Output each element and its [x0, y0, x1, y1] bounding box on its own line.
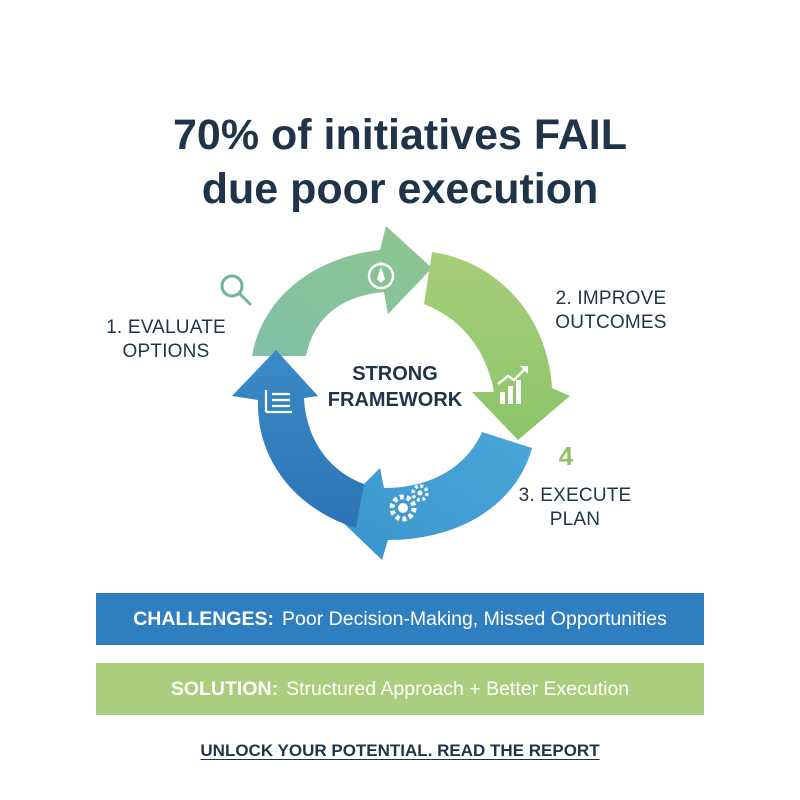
magnifier-icon	[220, 274, 252, 306]
headline-line-1: 70% of initiatives FAIL	[173, 111, 627, 159]
solution-banner: SOLUTION: Structured Approach + Better E…	[96, 663, 704, 715]
gears-icon	[389, 484, 429, 522]
stray-step-number: 4	[558, 441, 574, 471]
headline-line-2: due poor execution	[201, 165, 599, 213]
cycle-arrow-right	[424, 252, 570, 440]
step-3-line-1: 3. EXECUTE	[518, 485, 632, 506]
headline: 70% of initiatives FAIL due poor executi…	[0, 108, 800, 216]
bar-chart-growth-icon	[497, 366, 528, 404]
challenges-key: CHALLENGES:	[133, 607, 275, 630]
solution-text: Structured Approach + Better Execution	[286, 677, 630, 700]
challenges-text: Poor Decision-Making, Missed Opportuniti…	[282, 607, 667, 630]
list-document-icon	[264, 390, 292, 414]
step-1-line-1: 1. EVALUATE	[106, 317, 226, 338]
center-label-line-2: FRAMEWORK	[327, 389, 463, 411]
step-3-line-2: PLAN	[549, 509, 601, 530]
compass-icon	[367, 262, 395, 290]
step-2-line-2: OUTCOMES	[555, 312, 667, 333]
cycle-arrow-bottom	[334, 432, 532, 560]
center-label-line-1: STRONG	[352, 363, 438, 385]
step-label-execute: 3. EXECUTE PLAN	[510, 484, 640, 532]
solution-key: SOLUTION:	[170, 677, 279, 700]
step-2-line-1: 2. IMPROVE	[555, 288, 667, 309]
step-label-improve: 2. IMPROVE OUTCOMES	[536, 287, 686, 335]
cycle-center-label: STRONG FRAMEWORK	[305, 361, 485, 413]
read-report-link[interactable]: UNLOCK YOUR POTENTIAL. READ THE REPORT	[200, 741, 600, 760]
step-1-line-2: OPTIONS	[122, 341, 210, 362]
step-label-evaluate: 1. EVALUATE OPTIONS	[96, 316, 236, 364]
challenges-banner: CHALLENGES: Poor Decision-Making, Missed…	[96, 593, 704, 645]
cycle-arrow-top	[252, 226, 432, 356]
